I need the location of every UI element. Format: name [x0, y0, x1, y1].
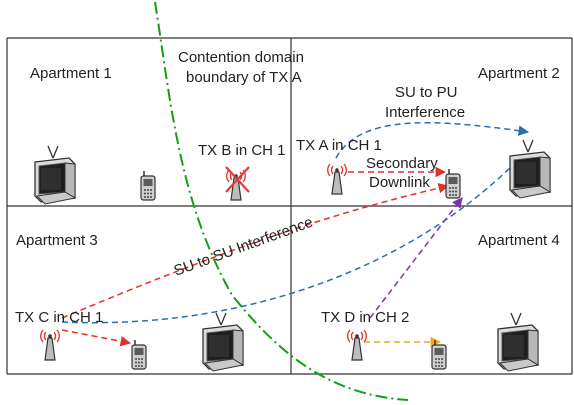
- su-su-label: SU to SU Interference: [172, 214, 316, 280]
- transmitter-icon: [40, 329, 60, 361]
- transmitter-icon: [327, 163, 347, 195]
- tx-c-label: TX C in CH 1: [15, 309, 103, 326]
- su-pu-label-line2: Interference: [385, 104, 465, 121]
- contention-label-line2: boundary of TX A: [186, 69, 302, 86]
- apartment-1-label: Apartment 1: [30, 65, 112, 82]
- su-to-su-interference-arrow: [61, 182, 450, 319]
- apartment-3-label: Apartment 3: [16, 232, 98, 249]
- tv-icon: [509, 139, 551, 199]
- tv-icon: [497, 312, 539, 372]
- tx-c-to-tv-interference-arrow: [61, 157, 521, 324]
- secondary-label-line1: Secondary: [366, 155, 438, 172]
- apartment-walls: [6, 37, 573, 375]
- tx-a-label: TX A in CH 1: [296, 137, 382, 154]
- secondary-label-line2: Downlink: [369, 174, 430, 191]
- tv-icon: [202, 312, 244, 372]
- phone-icon: [445, 168, 461, 199]
- tx-d-interference-arrow: [369, 197, 463, 319]
- tv-icon: [34, 145, 76, 205]
- cross-icon: [225, 166, 250, 193]
- contention-label-line1: Contention domain: [178, 49, 304, 66]
- tx-c-downlink-arrow: [61, 329, 132, 347]
- phone-icon: [431, 339, 447, 370]
- transmitter-icon: [347, 329, 367, 361]
- apartment-4-label: Apartment 4: [478, 232, 560, 249]
- tx-d-label: TX D in CH 2: [321, 309, 409, 326]
- apartment-2-label: Apartment 2: [478, 65, 560, 82]
- contention-boundary-curve: [154, 1, 409, 401]
- phone-icon: [140, 170, 156, 201]
- tx-b-label: TX B in CH 1: [198, 142, 286, 159]
- su-pu-label-line1: SU to PU: [395, 84, 458, 101]
- phone-icon: [131, 339, 147, 370]
